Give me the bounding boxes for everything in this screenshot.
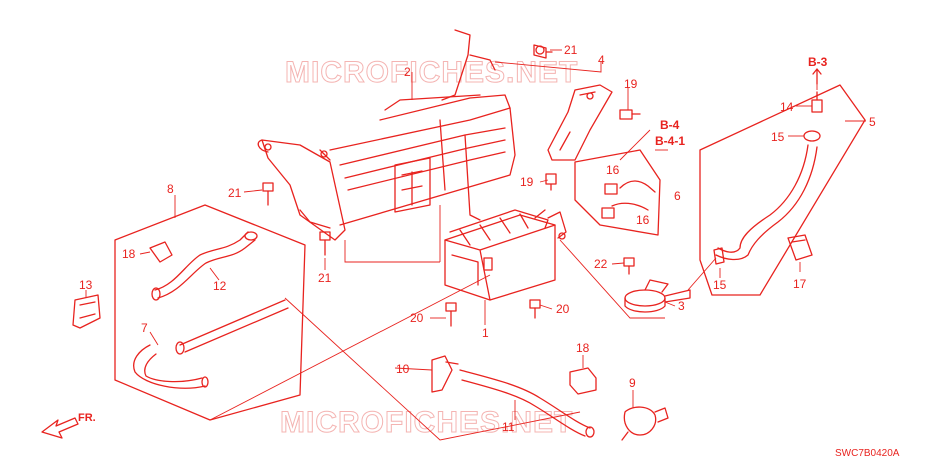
callout-3: 3 bbox=[678, 299, 685, 313]
bolt-22 bbox=[623, 257, 635, 275]
canister-bracket bbox=[257, 29, 516, 241]
bolt-19-mid bbox=[545, 173, 557, 191]
hose-5 bbox=[699, 84, 866, 296]
hose-set-8 bbox=[114, 204, 306, 421]
sensor-13 bbox=[72, 294, 101, 329]
leader-lines bbox=[85, 49, 866, 441]
callout-12: 12 bbox=[213, 279, 227, 293]
front-arrow-label: FR. bbox=[78, 412, 96, 424]
reference-b4: B-4 bbox=[660, 118, 680, 132]
callout-10: 10 bbox=[396, 362, 410, 376]
callout-16-top: 16 bbox=[606, 163, 620, 177]
watermark-bottom: MICROFICHES.NET bbox=[280, 406, 573, 439]
callout-11: 11 bbox=[502, 420, 515, 434]
front-arrow bbox=[41, 417, 79, 439]
callout-21-bottom: 21 bbox=[318, 271, 332, 285]
callout-8: 8 bbox=[167, 182, 174, 196]
connector-17 bbox=[787, 234, 813, 261]
callout-20-left: 20 bbox=[410, 311, 424, 325]
callout-19-mid: 19 bbox=[520, 175, 534, 189]
reference-b3: B-3 bbox=[808, 55, 828, 69]
callout-6: 6 bbox=[674, 189, 681, 203]
callout-2: 2 bbox=[404, 65, 411, 79]
callout-20-right: 20 bbox=[556, 302, 570, 316]
callout-4: 4 bbox=[598, 53, 605, 67]
clip-18-lower bbox=[569, 367, 597, 395]
callout-15-bottom: 15 bbox=[713, 278, 727, 292]
bolt-20-left bbox=[445, 302, 457, 327]
callout-15-top: 15 bbox=[771, 130, 785, 144]
reference-b4-1: B-4-1 bbox=[655, 134, 685, 148]
bolt-19-right bbox=[619, 109, 641, 120]
pipe-7 bbox=[133, 299, 289, 389]
callout-5: 5 bbox=[869, 115, 876, 129]
callout-18-left: 18 bbox=[122, 247, 136, 261]
bolt-21-top bbox=[533, 44, 553, 59]
callout-21-top: 21 bbox=[564, 43, 578, 57]
bolt-20-right bbox=[529, 299, 541, 319]
callout-14: 14 bbox=[780, 100, 794, 114]
clamp-15-top bbox=[803, 130, 821, 142]
hose-set-6 bbox=[574, 149, 661, 236]
callout-18-bottom: 18 bbox=[576, 341, 590, 355]
callout-22: 22 bbox=[594, 257, 608, 271]
bracket-4 bbox=[547, 84, 613, 161]
hose-11 bbox=[459, 369, 595, 438]
callout-21-left: 21 bbox=[228, 186, 242, 200]
joint-10 bbox=[431, 355, 459, 393]
canister bbox=[444, 209, 567, 301]
purge-valve bbox=[624, 279, 691, 313]
callout-16-bottom: 16 bbox=[636, 213, 650, 227]
callout-13: 13 bbox=[79, 278, 93, 292]
callout-1: 1 bbox=[482, 326, 489, 340]
bolt-21-left bbox=[262, 182, 274, 206]
callout-19-right: 19 bbox=[624, 77, 638, 91]
bolt-21-bottom bbox=[319, 231, 331, 256]
reference-b3-arrow bbox=[812, 68, 822, 85]
callout-17: 17 bbox=[793, 277, 807, 291]
watermark-top: MICROFICHES.NET bbox=[285, 56, 578, 89]
callout-7: 7 bbox=[141, 321, 148, 335]
diagram-code: SWC7B0420A bbox=[835, 448, 900, 459]
valve-9 bbox=[621, 406, 669, 441]
callout-9: 9 bbox=[629, 376, 636, 390]
